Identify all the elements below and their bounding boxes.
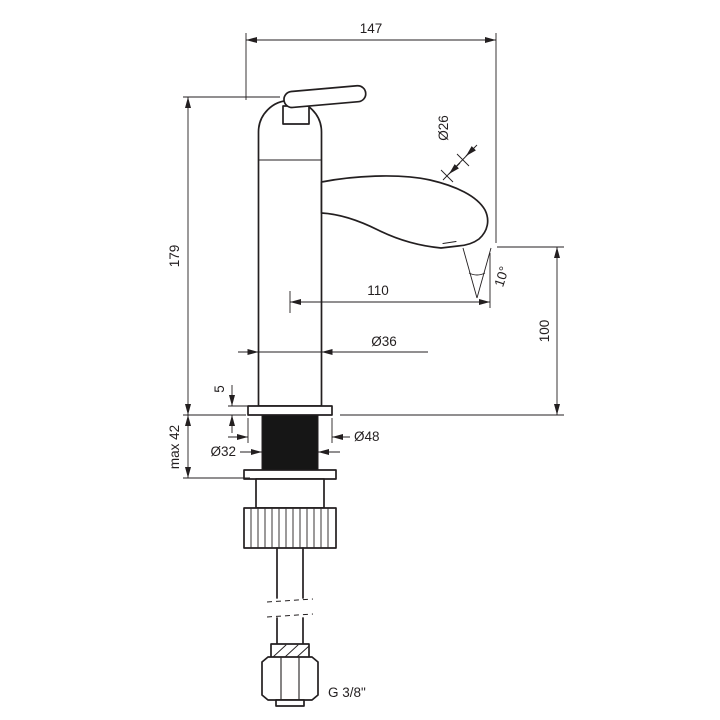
- dim-label-max-deck-thickness: max 42: [167, 425, 182, 469]
- dimension-lines: [183, 33, 564, 479]
- aerator-line: [442, 240, 457, 245]
- faucet-lever: [283, 84, 367, 109]
- dim-label-base-ring-height: 5: [212, 385, 227, 393]
- hose-ferrule-hatch: [272, 644, 310, 658]
- faucet-body: [257, 99, 323, 407]
- lever-neck: [282, 105, 310, 125]
- mounting-nut-knurling: [250, 508, 329, 548]
- dim-label-spout-diameter: Ø26: [436, 115, 451, 141]
- dim-label-base-ring-diameter: Ø48: [354, 429, 380, 444]
- mounting-spacer: [255, 478, 325, 509]
- supply-hose: [276, 547, 304, 645]
- dim-label-hose-thread: G 3/8": [328, 685, 366, 700]
- mounting-shank: [261, 414, 319, 471]
- faucet-spout: [320, 175, 489, 249]
- dim-label-spout-reach: 110: [367, 283, 389, 298]
- mounting-washer: [243, 469, 337, 480]
- dim-label-outlet-height: 100: [537, 320, 552, 343]
- base-ring: [247, 405, 333, 416]
- hose-break-marks: [266, 598, 314, 618]
- hex-nut: [261, 656, 319, 701]
- dimension-labels: 147 179 Ø26 110 100 Ø36 5 max 42 Ø48 Ø32…: [167, 21, 552, 700]
- dim-label-body-diameter: Ø36: [371, 334, 397, 349]
- dim-label-stream-angle: 10°: [491, 265, 512, 289]
- faucet-outline: [243, 84, 489, 707]
- dim-label-total-depth: 147: [360, 21, 383, 36]
- dim-label-shank-diameter: Ø32: [210, 444, 236, 459]
- dim-label-height: 179: [167, 245, 182, 268]
- hose-end-stub: [275, 699, 305, 707]
